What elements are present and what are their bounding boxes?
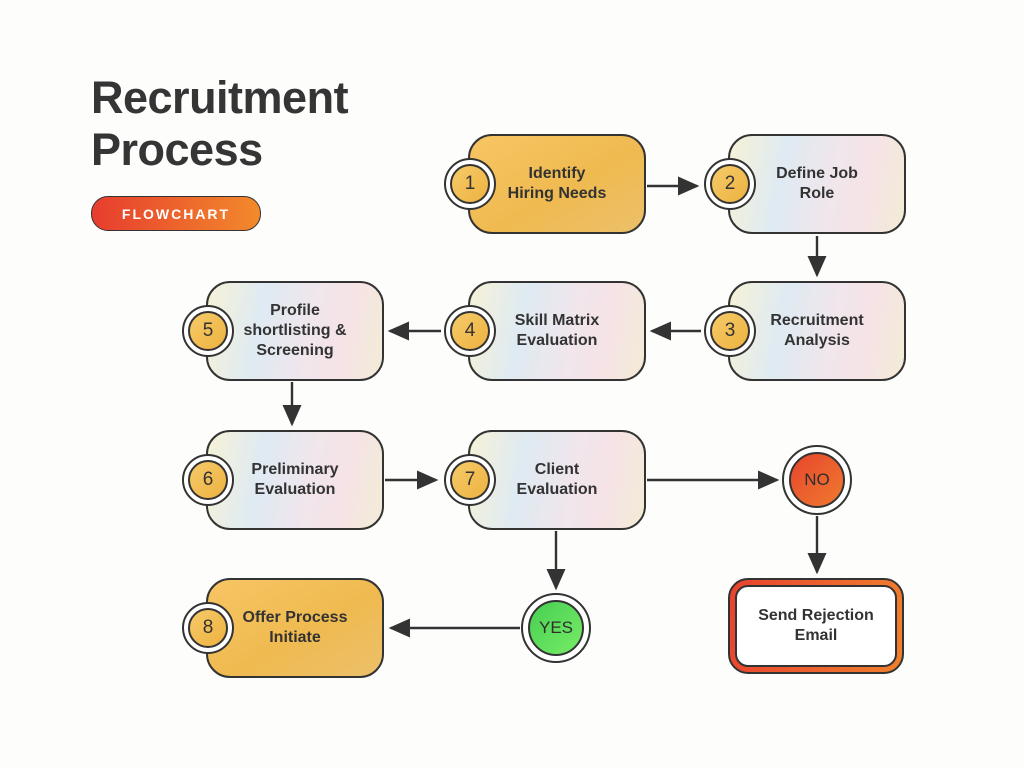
- decision-yes-circle: YES: [521, 593, 591, 663]
- step-number-badge-6: 6: [182, 454, 234, 506]
- step-number-4: 4: [450, 311, 490, 351]
- flow-node-preliminary-evaluation: 6 Preliminary Evaluation: [182, 430, 384, 530]
- step-number-badge-5: 5: [182, 305, 234, 357]
- flow-node-offer-process-initiate: 8 Offer Process Initiate: [182, 578, 384, 678]
- step-number-badge-3: 3: [704, 305, 756, 357]
- terminal-label: Send Rejection Email: [735, 585, 897, 667]
- step-number-5: 5: [188, 311, 228, 351]
- step-number-7: 7: [450, 460, 490, 500]
- terminal-send-rejection-email: Send Rejection Email: [728, 578, 904, 674]
- flow-node-profile-shortlisting-screening: 5 Profile shortlisting & Screening: [182, 281, 384, 381]
- node-label: Offer Process Initiate: [242, 609, 348, 646]
- page-title: Recruitment Process: [91, 72, 349, 175]
- node-label: Preliminary Evaluation: [251, 461, 339, 498]
- flow-node-skill-matrix-evaluation: 4 Skill Matrix Evaluation: [444, 281, 646, 381]
- flowchart-label-badge: FLOWCHART: [91, 196, 261, 231]
- node-label: Recruitment Analysis: [770, 312, 864, 349]
- flowchart-label: FLOWCHART: [121, 205, 231, 222]
- flow-node-client-evaluation: 7 Client Evaluation: [444, 430, 646, 530]
- step-number-badge-8: 8: [182, 602, 234, 654]
- node-label: Identify Hiring Needs: [507, 165, 607, 202]
- decision-no-circle: NO: [782, 445, 852, 515]
- node-label: Client Evaluation: [516, 461, 598, 498]
- node-label: Skill Matrix Evaluation: [514, 312, 600, 349]
- node-label: Define Job Role: [776, 165, 858, 202]
- flow-node-define-job-role: 2 Define Job Role: [704, 134, 906, 234]
- step-number-6: 6: [188, 460, 228, 500]
- step-number-badge-4: 4: [444, 305, 496, 357]
- step-number-3: 3: [710, 311, 750, 351]
- node-label: Profile shortlisting & Screening: [243, 302, 347, 359]
- flow-node-recruitment-analysis: 3 Recruitment Analysis: [704, 281, 906, 381]
- step-number-2: 2: [710, 164, 750, 204]
- step-number-badge-7: 7: [444, 454, 496, 506]
- decision-no-label: NO: [789, 452, 845, 508]
- step-number-badge-2: 2: [704, 158, 756, 210]
- decision-yes-label: YES: [528, 600, 584, 656]
- flow-node-identify-hiring-needs: 1 Identify Hiring Needs: [444, 134, 646, 234]
- step-number-1: 1: [450, 164, 490, 204]
- step-number-badge-1: 1: [444, 158, 496, 210]
- step-number-8: 8: [188, 608, 228, 648]
